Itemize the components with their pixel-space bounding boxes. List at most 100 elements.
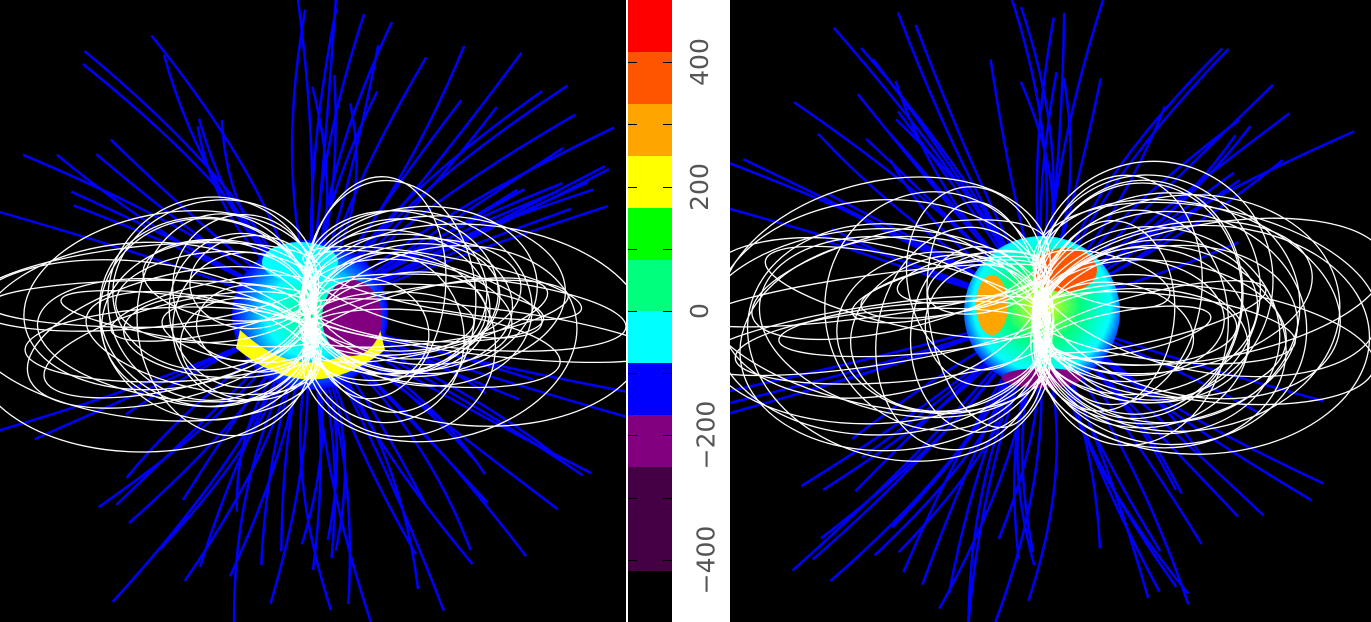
colorbar-label: 0	[685, 303, 714, 319]
closed-field-loop	[1035, 174, 1203, 406]
left-magnetic-field-image	[0, 0, 626, 622]
closed-field-loop	[0, 259, 322, 422]
open-field-line	[811, 348, 1014, 561]
colorbar-scale	[628, 0, 672, 622]
open-field-line	[791, 347, 1012, 572]
closed-field-loop	[751, 219, 1049, 341]
open-field-line	[1074, 84, 1274, 279]
closed-field-loop	[303, 229, 491, 374]
open-field-line	[339, 351, 472, 551]
colorbar-block	[628, 311, 672, 364]
right-magnetic-field-image	[730, 0, 1371, 622]
closed-field-loop	[778, 300, 1052, 358]
closed-field-loop	[1033, 220, 1313, 375]
open-field-line	[1083, 159, 1284, 290]
colorbar-label: 400	[685, 38, 714, 87]
open-field-line	[817, 132, 1004, 286]
closed-field-loop	[195, 284, 315, 373]
open-field-line	[347, 126, 615, 288]
colorbar-block	[628, 518, 672, 571]
colorbar-block	[628, 259, 672, 312]
colorbar-tick	[628, 435, 637, 437]
open-field-line	[1064, 353, 1190, 605]
open-field-line	[296, 0, 314, 268]
open-field-line	[111, 356, 288, 603]
closed-field-loop	[24, 306, 321, 383]
closed-field-loop	[301, 244, 578, 443]
colorbar-tick	[628, 373, 637, 375]
open-field-line	[914, 24, 1024, 269]
closed-field-loop	[26, 265, 317, 409]
closed-field-loop	[1031, 282, 1371, 406]
colorbar-tick	[663, 373, 672, 375]
colorbar-block	[628, 51, 672, 105]
closed-field-loop	[112, 199, 317, 371]
open-field-line	[1077, 112, 1291, 282]
closed-field-loop	[115, 250, 318, 344]
closed-field-loop	[301, 308, 561, 389]
colorbar: 400 200 0 −200 −400	[628, 0, 728, 622]
open-field-line	[334, 45, 466, 276]
colorbar-block	[628, 155, 672, 208]
open-field-line	[313, 13, 366, 268]
colorbar-label: 200	[685, 162, 714, 211]
colorbar-label: −200	[691, 401, 721, 470]
closed-field-loop	[730, 295, 1053, 377]
open-field-line	[896, 11, 1021, 271]
closed-field-loop	[142, 238, 317, 322]
open-field-line	[352, 167, 610, 296]
closed-field-loop	[1031, 217, 1371, 366]
closed-field-loop	[303, 251, 465, 424]
colorbar-block	[628, 466, 672, 519]
colorbar-tick	[628, 248, 637, 250]
colorbar-label: −400	[691, 525, 721, 595]
colorbar-tick	[628, 311, 637, 312]
open-field-line	[317, 21, 394, 268]
open-field-line	[1010, 0, 1049, 265]
colorbar-tick	[663, 559, 672, 561]
colorbar-tick	[628, 62, 637, 64]
closed-field-loop	[1033, 244, 1287, 449]
open-field-line	[290, 9, 307, 268]
closed-field-loop	[927, 249, 1046, 315]
closed-field-loop	[302, 245, 583, 321]
open-field-line	[82, 63, 284, 277]
left-field-lines-graphic	[0, 0, 626, 622]
closed-field-loop	[304, 249, 543, 339]
closed-field-loop	[36, 277, 320, 403]
closed-field-loop	[302, 209, 533, 387]
closed-field-loop	[98, 217, 318, 421]
open-field-line	[351, 337, 584, 477]
closed-field-loop	[302, 233, 514, 372]
colorbar-tick	[663, 186, 672, 188]
open-field-line	[832, 26, 1018, 273]
open-field-line	[346, 344, 559, 511]
colorbar-tick	[628, 559, 637, 561]
closed-field-loop	[85, 290, 316, 396]
colorbar-tick	[663, 62, 672, 64]
colorbar-tick	[663, 248, 672, 250]
closed-field-loop	[730, 236, 1052, 413]
colorbar-block	[628, 0, 672, 53]
open-field-line	[967, 357, 1030, 622]
colorbar-tick	[628, 186, 637, 188]
colorbar-block	[628, 103, 672, 156]
right-field-lines-graphic	[730, 0, 1371, 622]
colorbar-tick	[663, 435, 672, 437]
closed-field-loop	[730, 198, 1054, 436]
closed-field-loop	[0, 241, 322, 332]
colorbar-tick	[628, 497, 637, 499]
colorbar-tick	[663, 311, 672, 312]
open-field-line	[331, 356, 420, 590]
closed-field-loop	[739, 235, 1053, 452]
colorbar-tick	[628, 124, 637, 126]
closed-field-loop	[136, 213, 318, 437]
colorbar-tick	[663, 497, 672, 499]
colorbar-tick	[663, 124, 672, 126]
closed-field-loop	[730, 227, 1055, 425]
colorbar-block	[628, 570, 672, 622]
open-field-line	[994, 359, 1043, 622]
open-field-line	[894, 80, 1014, 275]
left-yellow-band	[236, 330, 385, 380]
closed-field-loop	[1036, 305, 1212, 359]
